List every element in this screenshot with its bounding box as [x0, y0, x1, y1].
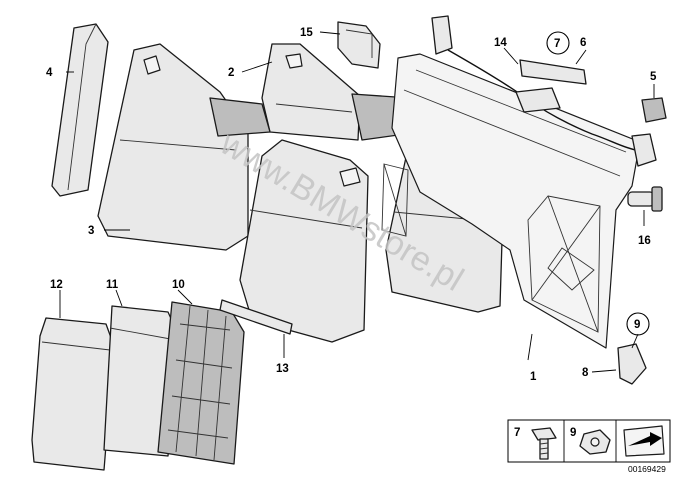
part-backrest-cover-center: [261, 43, 361, 141]
callout-8: 8: [582, 367, 589, 379]
part-side-bolster: [51, 23, 109, 197]
nut-icon: [579, 429, 611, 455]
callout-3: 3: [88, 225, 94, 237]
part-hinge-bracket: [617, 343, 647, 385]
legend-nut-label: 9: [570, 427, 576, 439]
callout-15: 15: [300, 27, 313, 39]
leader-lines: [59, 31, 655, 373]
callout-4: 4: [46, 67, 53, 79]
part-release-button: [641, 97, 667, 123]
callout-6: 6: [580, 37, 586, 49]
callout-2: 2: [228, 67, 234, 79]
part-mesh-carrier: [157, 301, 245, 465]
bolt-icon: [531, 427, 557, 460]
part-seat-cushion-cover: [31, 317, 115, 471]
callout-9: 9: [634, 319, 640, 331]
legend-bolt-label: 7: [514, 427, 520, 439]
part-mount-bracket: [337, 21, 381, 69]
callout-14: 14: [494, 37, 507, 49]
part-latch-cable: [431, 15, 657, 167]
callout-circle-9: [626, 312, 650, 336]
callout-circle-7: [546, 31, 570, 55]
callout-7: 7: [554, 38, 560, 50]
callout-1: 1: [530, 371, 537, 383]
part-lock-module: [519, 59, 587, 85]
part-connector-plug: [627, 186, 663, 212]
callout-12: 12: [50, 279, 63, 291]
part-backrest-foam-middle: [239, 139, 369, 343]
legend-box: 7 9: [507, 419, 671, 463]
part-clip-strip: [219, 299, 293, 335]
callout-5: 5: [650, 71, 657, 83]
callout-13: 13: [276, 363, 289, 375]
callout-10: 10: [172, 279, 185, 291]
document-id: 00169429: [628, 464, 666, 474]
arrow-icon: [623, 425, 665, 457]
callout-11: 11: [106, 279, 119, 291]
callout-16: 16: [638, 235, 651, 247]
